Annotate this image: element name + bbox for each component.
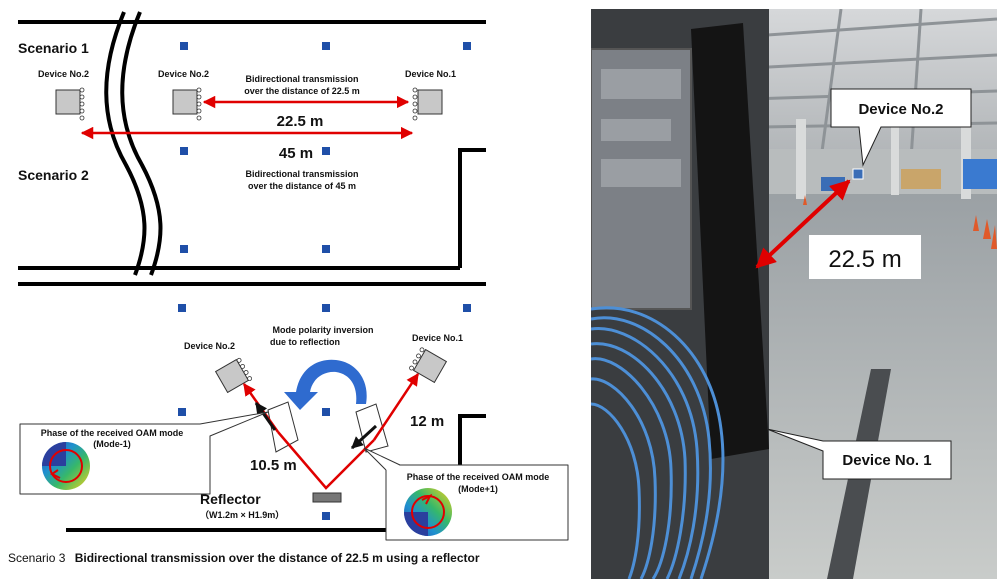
photo-distance: 22.5 m <box>828 246 901 273</box>
device-no1-reflect-label: Device No.1 <box>412 333 463 343</box>
photo-distance-arrow <box>755 179 851 269</box>
scenario1-title: Scenario 1 <box>18 40 89 56</box>
reflector-size: （W1.2m × H1.9m） <box>200 510 284 520</box>
photo-device2-marker <box>852 168 864 180</box>
caption-text: Bidirectional transmission over the dist… <box>75 551 480 565</box>
callout-right-line2: (Mode+1) <box>458 484 498 494</box>
distance-12m: 12 m <box>410 413 444 430</box>
callout-right: Phase of the received OAM mode (Mode+1) <box>363 447 569 541</box>
device-no2-near-label: Device No.2 <box>158 69 209 79</box>
pointer-arrow-left <box>254 402 277 431</box>
caption-prefix: Scenario 3 <box>8 551 66 565</box>
warehouse-photo: Device No.2 22.5 m Device No. 1 <box>591 9 997 579</box>
scenario-diagram: Scenario 1 Scenario 2 Device No.2 Device… <box>8 11 569 565</box>
device-no2-near <box>172 87 202 121</box>
polarity-line1: Mode polarity inversion <box>272 325 373 335</box>
distance-break-marks <box>104 11 163 276</box>
reflector <box>312 492 342 503</box>
reflector-label: Reflector <box>200 491 261 507</box>
polarity-line2: due to reflection <box>270 337 340 347</box>
photo-callout-device2: Device No.2 <box>830 88 972 167</box>
scenario1-distance: 22.5 m <box>277 113 324 130</box>
rack-internals <box>601 69 681 187</box>
scenario2-distance: 45 m <box>279 145 313 162</box>
scenario2-note-line1: Bidirectional transmission <box>245 169 358 179</box>
scenario3-caption: Scenario 3 Bidirectional transmission ov… <box>8 551 480 565</box>
distance-10-5m: 10.5 m <box>250 457 297 474</box>
device-no2-reflect-label: Device No.2 <box>184 341 235 351</box>
scenario1-note-line2: over the distance of 22.5 m <box>244 86 360 96</box>
blue-cables <box>591 306 725 579</box>
callout-left-line2: (Mode-1) <box>93 439 131 449</box>
hall-walls-top <box>18 20 486 286</box>
device-no2-far-label: Device No.2 <box>38 69 89 79</box>
device-no1-top-label: Device No.1 <box>405 69 456 79</box>
rack-panel <box>691 23 769 459</box>
warehouse-columns <box>796 113 971 199</box>
pointer-arrow-right <box>350 424 378 450</box>
photo-callout-device1: Device No. 1 <box>766 428 952 480</box>
photo-device2-label: Device No.2 <box>858 101 943 118</box>
device-no1-top <box>412 87 443 121</box>
callout-left-line1: Phase of the received OAM mode <box>41 428 184 438</box>
photo-distance-box <box>809 235 921 279</box>
oam-phase-disc-left <box>42 442 90 490</box>
polarity-inversion-arrow <box>284 359 367 410</box>
pillar-markers-top <box>180 42 471 253</box>
photo-back-wall <box>751 149 997 194</box>
pillar-markers-bottom <box>178 304 471 520</box>
scenario1-note-line1: Bidirectional transmission <box>245 74 358 84</box>
oam-phase-disc-right <box>404 488 452 536</box>
scenario2-note-line2: over the distance of 45 m <box>248 181 356 191</box>
callout-left: Phase of the received OAM mode (Mode-1) <box>19 411 269 495</box>
device-no1-reflect <box>409 347 448 384</box>
photo-device1-label: Device No. 1 <box>842 452 931 469</box>
device-no2-far <box>55 87 85 121</box>
device-no2-reflect <box>214 357 253 394</box>
callout-right-line1: Phase of the received OAM mode <box>407 472 550 482</box>
lens-left <box>267 401 299 453</box>
scenario2-title: Scenario 2 <box>18 167 89 183</box>
